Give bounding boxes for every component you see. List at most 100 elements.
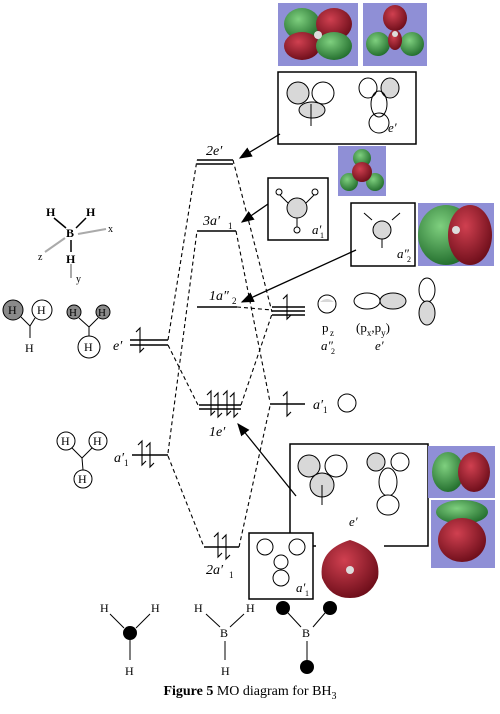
- atom-h: H: [86, 205, 96, 219]
- pz-sym-sub: 2: [331, 347, 335, 356]
- axis-z-label: z: [38, 252, 43, 263]
- atom-h: H: [25, 341, 34, 355]
- box-2e-prime: e′: [277, 71, 417, 145]
- atom-h: H: [194, 601, 203, 615]
- level-2a1-prime: 2a′ 1: [204, 531, 239, 580]
- boron-p-level: [272, 293, 305, 321]
- render-2e-b: [363, 3, 427, 66]
- arrow-3a1: [240, 203, 269, 223]
- pxpy-x: x: [367, 328, 372, 338]
- e-orbital-sketch-a: [286, 81, 335, 126]
- box-a2-sub: 2: [407, 255, 411, 264]
- label-1e-prime: 1e′: [209, 425, 226, 440]
- level-2e-prime: 2e′: [197, 144, 233, 165]
- bh3-axis-molecule: B H H H x z y: [38, 205, 113, 285]
- pxpy-sym: e′: [375, 338, 384, 353]
- label-left-a1-prime: a′: [114, 451, 125, 466]
- box-a2-label: a″: [397, 246, 410, 261]
- render-1e-b: [431, 500, 495, 568]
- atom-h: H: [37, 303, 46, 317]
- h-group-orbital-e-a: H H H: [2, 299, 53, 355]
- caption-figure: Figure 5: [163, 684, 214, 699]
- arrow-1e: [237, 422, 297, 497]
- structure-bh3-plain: B H H H: [194, 601, 255, 678]
- atom-h: H: [78, 472, 87, 486]
- atom-h: H: [61, 434, 70, 448]
- render-2e-a: [278, 3, 358, 66]
- atom-b: B: [220, 626, 228, 640]
- atom-h: H: [93, 434, 102, 448]
- box-2a1-prime: a′ 1: [248, 532, 314, 600]
- label-3a1-prime: 3a′: [202, 214, 221, 229]
- box-3a1-sub: 1: [320, 231, 324, 240]
- atom-h: H: [100, 601, 109, 615]
- pz-sub: z: [330, 328, 334, 338]
- pz-sym: a″: [321, 338, 334, 353]
- figure-caption: Figure 5 MO diagram for BH3: [0, 684, 500, 702]
- label-left-a1-sub: 1: [124, 458, 129, 468]
- bottom-a1-label: a′: [296, 580, 306, 595]
- render-3a1: [338, 146, 386, 196]
- pxpy-y: y: [381, 328, 386, 338]
- label-2e-prime: 2e′: [206, 144, 223, 159]
- label-2a1-prime: 2a′: [206, 563, 224, 578]
- structure-bh3-filled-center: H H H: [100, 601, 160, 678]
- atom-h: H: [221, 664, 230, 678]
- h-group-orbital-a1: H H H: [56, 431, 108, 489]
- svg-text:(px,py): (px,py): [356, 320, 390, 338]
- box-3a1-prime: a′ 1: [267, 177, 329, 241]
- label-left-e-prime: e′: [113, 339, 123, 354]
- boron-pz-orbital: p z a″ 2: [317, 294, 337, 356]
- boron-s-level: a′ 1: [270, 390, 357, 418]
- level-1e-prime: 1e′: [199, 389, 241, 440]
- level-3a1-prime: 3a′ 1: [197, 214, 236, 232]
- atom-h: H: [98, 307, 106, 319]
- label-1a2-double-prime: 1a″: [209, 289, 229, 304]
- label-2a1-sub: 1: [229, 570, 234, 580]
- axis-x-label: x: [108, 224, 113, 235]
- arrow-top-box: [238, 133, 281, 159]
- box-3a1-label: a′: [312, 222, 322, 237]
- caption-text: MO diagram for BH: [213, 684, 332, 699]
- level-1a2-double-prime: 1a″ 2: [197, 289, 237, 308]
- level-left-a1-prime: a′ 1: [114, 439, 168, 469]
- atom-h: H: [8, 303, 17, 317]
- label-1a2-sub: 2: [232, 296, 237, 306]
- bottom-a1-sub: 1: [305, 589, 309, 598]
- pxpy-open: (p: [356, 320, 367, 335]
- boron-py-orbital: [418, 277, 436, 326]
- s-sym-sub: 1: [323, 405, 328, 415]
- atom-b: B: [66, 226, 74, 240]
- render-1e-a: [428, 446, 495, 498]
- e-orbital-sketch-b: [358, 77, 400, 134]
- atom-h: H: [69, 307, 77, 319]
- structure-bh3-filled-h: B: [276, 601, 337, 674]
- pxpy-close: ): [386, 320, 390, 335]
- h-group-orbital-e-b: H H H: [66, 304, 111, 359]
- bottom-e-label: e′: [349, 514, 358, 529]
- pxpy-comma: ,p: [371, 320, 381, 335]
- boron-px-orbital: [353, 292, 407, 310]
- atom-b: B: [302, 626, 310, 640]
- atom-h: H: [84, 340, 93, 354]
- atom-h: H: [246, 601, 255, 615]
- s-sym: a′: [313, 398, 324, 413]
- box-1e-prime: e′: [289, 443, 429, 547]
- render-a2-double-prime: [418, 203, 494, 266]
- pz-label: p: [322, 320, 329, 335]
- label-3a1-sub: 1: [228, 221, 233, 231]
- box-a2-double-prime: a″ 2: [350, 202, 416, 267]
- atom-h: H: [66, 252, 76, 266]
- axis-y-label: y: [76, 274, 81, 285]
- atom-h: H: [125, 664, 134, 678]
- atom-h: H: [151, 601, 160, 615]
- arrow-a2: [240, 249, 357, 303]
- render-2a1-prime: [316, 531, 384, 599]
- correlation-lines: [167, 159, 273, 548]
- top-box-label: e′: [388, 120, 397, 135]
- pxpy-label: (px,py) e′: [356, 320, 390, 353]
- atom-h: H: [46, 205, 56, 219]
- level-left-e-prime: e′: [113, 326, 168, 354]
- caption-sub: 3: [331, 690, 337, 702]
